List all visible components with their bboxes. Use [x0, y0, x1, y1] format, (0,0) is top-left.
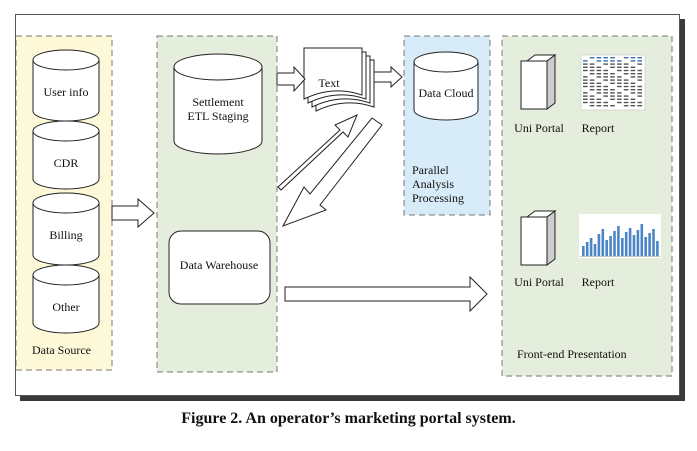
arrow-settlement-to-text: [276, 65, 306, 93]
frontend-title: Front-end Presentation: [517, 347, 627, 361]
arrow-source-to-warehouse: [111, 197, 155, 229]
report-label-row2: Report: [581, 275, 615, 289]
cylinder-other: [32, 264, 100, 334]
cylinder-cdr: [32, 120, 100, 190]
architecture-diagram: [16, 35, 673, 377]
cylinder-user-info: [32, 49, 100, 122]
arrow-warehouse-to-frontend: [284, 275, 488, 313]
data-warehouse-label: Data Warehouse: [179, 258, 259, 272]
data-cloud-label: Data Cloud: [418, 86, 474, 100]
settlement-label-line1: Settlement: [192, 95, 244, 109]
arrow-cloud-to-warehouse: [281, 117, 383, 227]
figure-frame: User info CDR Billing Other Data Source …: [15, 14, 680, 396]
data-source-item-cdr: CDR: [53, 156, 79, 170]
cylinder-settlement: [173, 53, 263, 155]
data-source-item-user-info: User info: [43, 85, 89, 99]
data-warehouse-box: [168, 230, 271, 305]
server-icon: [520, 210, 557, 266]
cloud-caption-line1: Parallel: [412, 163, 449, 177]
cloud-caption-line3: Processing: [412, 191, 464, 205]
server-icon: [520, 54, 557, 110]
data-source-item-billing: Billing: [49, 228, 83, 242]
arrow-warehouse-to-cloud: [277, 114, 358, 191]
figure-caption: Figure 2. An operator’s marketing portal…: [181, 410, 516, 427]
text-docs-label: Text: [318, 76, 340, 90]
data-source-title: Data Source: [32, 343, 91, 357]
settlement-label-line2: ETL Staging: [187, 109, 249, 123]
uni-portal-label-row2: Uni Portal: [514, 275, 564, 289]
table-report-thumbnail: [580, 54, 646, 111]
uni-portal-label-row1: Uni Portal: [514, 121, 564, 135]
bar-chart-report-thumbnail: [579, 214, 661, 258]
cylinder-billing: [32, 192, 100, 266]
arrow-text-to-cloud: [373, 65, 403, 89]
text-document-stack: [303, 47, 375, 112]
cylinder-data-cloud: [413, 51, 479, 121]
report-label-row1: Report: [581, 121, 615, 135]
data-source-item-other: Other: [52, 300, 80, 314]
cloud-caption-line2: Analysis: [412, 177, 454, 191]
